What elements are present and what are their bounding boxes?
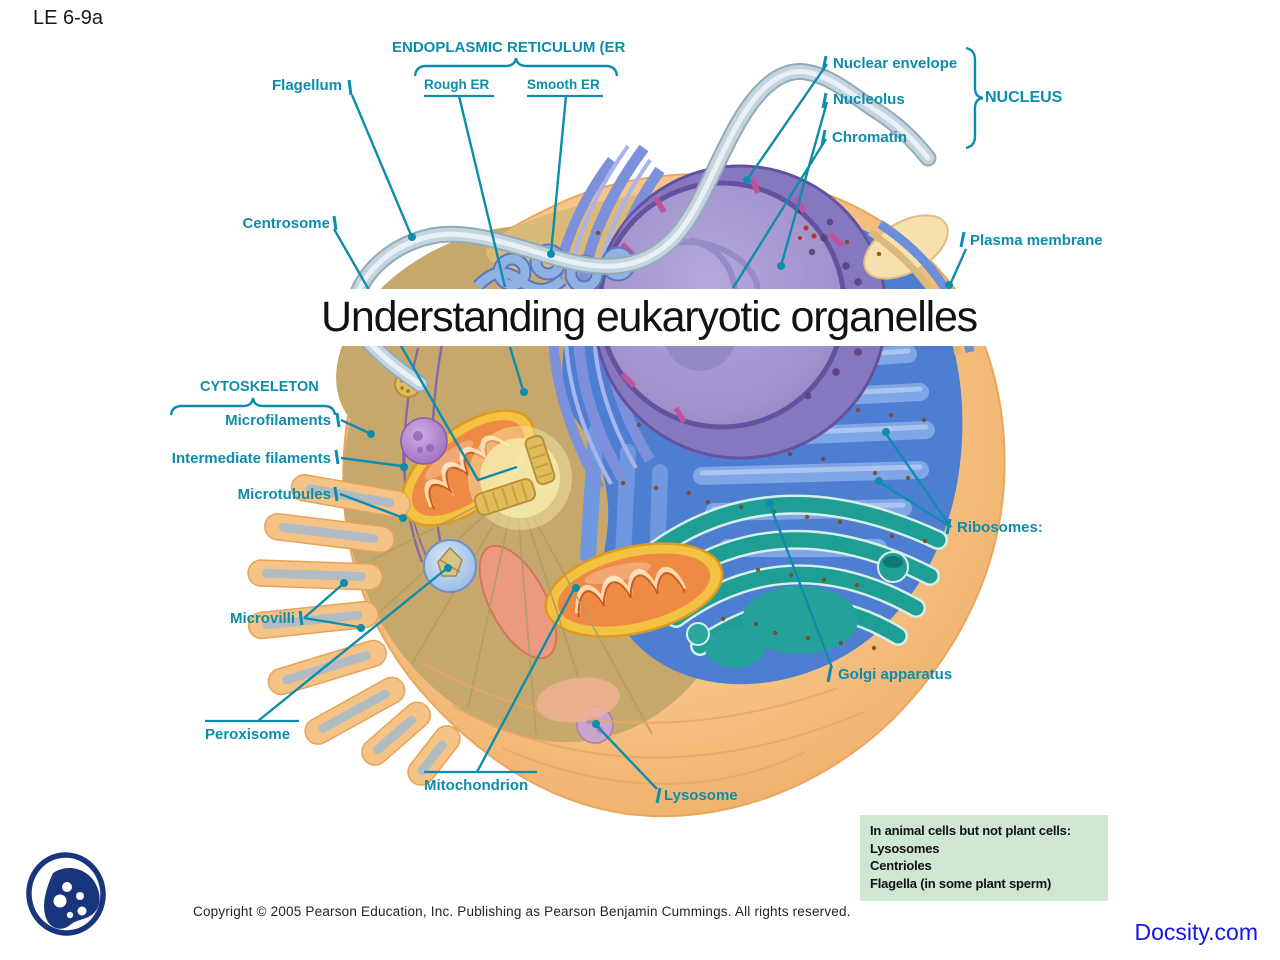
note-box: In animal cells but not plant cells: Lys… bbox=[860, 815, 1108, 901]
leader-lines-upper bbox=[332, 63, 968, 482]
label-mitochondrion: Mitochondrion bbox=[424, 777, 529, 794]
note-line: Lysosomes bbox=[870, 840, 940, 856]
docsity-logo bbox=[26, 852, 106, 936]
label-golgi-apparatus: Golgi apparatus bbox=[838, 666, 953, 683]
label-nuclear-envelope: Nuclear envelope bbox=[833, 55, 958, 72]
salmon-patch bbox=[536, 677, 620, 723]
label-plasma-membrane: Plasma membrane bbox=[970, 232, 1103, 249]
label-endoplasmic-reticulum: ENDOPLASMIC RETICULUM (ER bbox=[392, 39, 626, 56]
red-specks bbox=[798, 225, 817, 240]
slide-title: Understanding eukaryotic organelles bbox=[321, 293, 978, 341]
leader-dots-lower bbox=[340, 233, 890, 728]
label-lysosome: Lysosome bbox=[664, 787, 738, 804]
leader-lines-lower bbox=[257, 94, 952, 790]
docsity-watermark[interactable]: Docsity.com bbox=[1134, 919, 1258, 945]
label-rules bbox=[205, 94, 603, 774]
label-ribosomes: Ribosomes: bbox=[957, 519, 1043, 536]
leader-dots-upper bbox=[520, 176, 953, 396]
label-chromatin: Chromatin bbox=[832, 129, 907, 146]
centrosome-centrioles bbox=[371, 426, 653, 745]
slide-tag: LE 6-9a bbox=[33, 7, 104, 29]
mitochondrion-2 bbox=[544, 542, 724, 638]
label-intermediate-filaments: Intermediate filaments bbox=[171, 450, 331, 467]
logo-blob bbox=[44, 867, 100, 929]
note-line: In animal cells but not plant cells: bbox=[870, 823, 1071, 838]
note-line: Flagella (in some plant sperm) bbox=[870, 875, 1052, 891]
nucleus-brace bbox=[965, 46, 984, 150]
label-cytoskeleton: CYTOSKELETON bbox=[200, 379, 319, 395]
vesicle-purple bbox=[400, 417, 448, 465]
label-flagellum: Flagellum bbox=[271, 77, 342, 94]
note-line: Centrioles bbox=[870, 858, 932, 873]
endosome bbox=[478, 544, 558, 660]
ribosome-dots bbox=[595, 230, 928, 651]
label-microfilaments: Microfilaments bbox=[225, 412, 331, 429]
label-nucleus: NUCLEUS bbox=[985, 89, 1063, 106]
label-nucleolus: Nucleolus bbox=[833, 91, 905, 108]
vesicle-purple-spots bbox=[413, 431, 434, 453]
label-centrosome: Centrosome bbox=[242, 215, 330, 232]
braces bbox=[169, 46, 984, 416]
label-rough-er: Rough ER bbox=[424, 77, 490, 92]
label-microtubules: Microtubules bbox=[237, 486, 331, 503]
microvilli-fingers bbox=[247, 474, 461, 786]
title-band bbox=[248, 289, 1032, 346]
label-microvilli: Microvilli bbox=[229, 610, 295, 627]
er-brace bbox=[413, 57, 619, 77]
copyright-text: Copyright © 2005 Pearson Education, Inc.… bbox=[193, 904, 851, 919]
nuclear-pore-dots bbox=[796, 206, 862, 400]
cytoskeleton-brace bbox=[169, 397, 337, 416]
label-peroxisome: Peroxisome bbox=[205, 726, 291, 743]
label-smooth-er: Smooth ER bbox=[527, 77, 600, 92]
label-ticks bbox=[298, 55, 966, 804]
membrane-folds bbox=[423, 663, 865, 785]
